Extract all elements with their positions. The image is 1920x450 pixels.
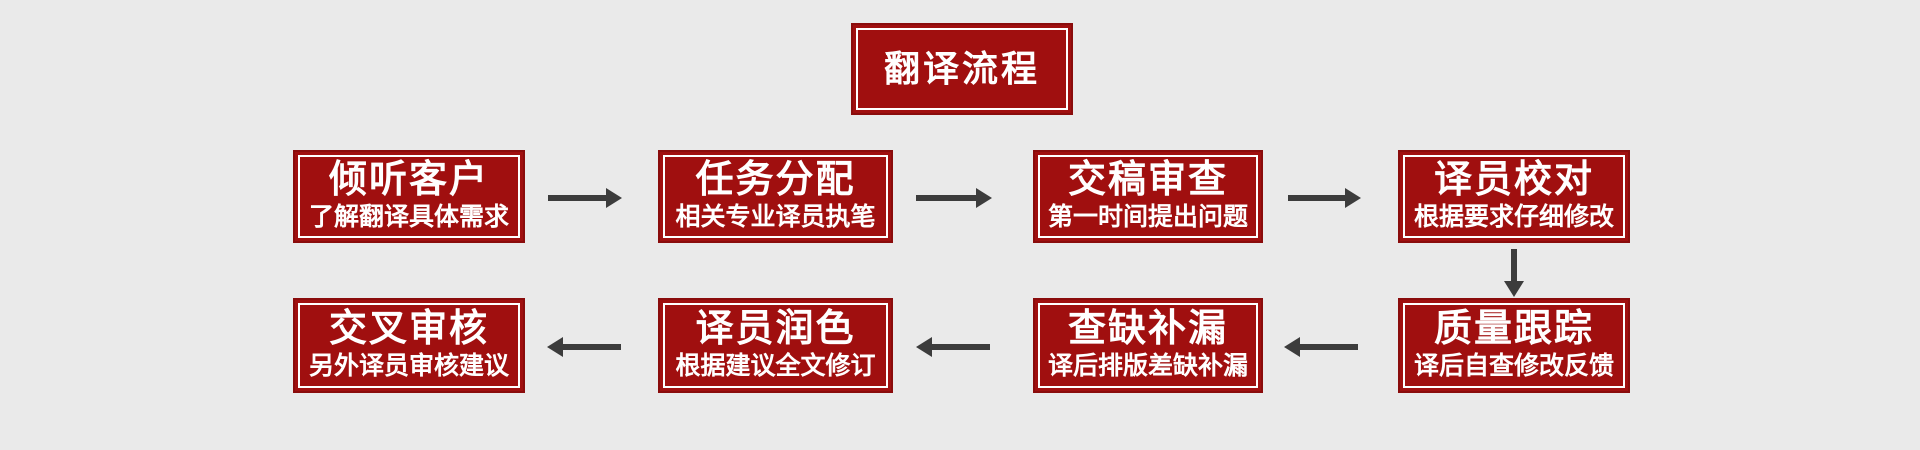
step-heading: 译员校对 — [1433, 159, 1594, 202]
step-heading: 译员润色 — [695, 308, 856, 351]
step-box-translator-polishing: 译员润色 根据建议全文修订 — [658, 298, 893, 393]
step-subtitle: 根据要求仔细修改 — [1413, 203, 1614, 232]
step-heading: 倾听客户 — [328, 159, 489, 202]
step-box-gap-filling: 查缺补漏 译后排版差缺补漏 — [1033, 298, 1263, 393]
step-heading: 质量跟踪 — [1433, 308, 1594, 351]
step-subtitle: 相关专业译员执笔 — [675, 203, 876, 232]
step-box-task-assignment: 任务分配 相关专业译员执笔 — [658, 150, 893, 243]
step-box-listen-to-client: 倾听客户 了解翻译具体需求 — [293, 150, 525, 243]
step-box-draft-review: 交稿审查 第一时间提出问题 — [1033, 150, 1263, 243]
step-box-cross-review: 交叉审核 另外译员审核建议 — [293, 298, 525, 393]
arrow-left-icon — [547, 337, 621, 357]
step-subtitle: 另外译员审核建议 — [308, 352, 509, 381]
step-subtitle: 译后自查修改反馈 — [1413, 352, 1614, 381]
step-heading: 交稿审查 — [1067, 159, 1228, 202]
arrow-right-icon — [548, 188, 622, 208]
step-box-translator-proofreading: 译员校对 根据要求仔细修改 — [1398, 150, 1630, 243]
diagram-title-box: 翻译流程 — [851, 23, 1073, 115]
arrow-right-icon — [916, 188, 992, 208]
step-subtitle: 根据建议全文修订 — [675, 352, 876, 381]
step-heading: 交叉审核 — [328, 308, 489, 351]
step-box-quality-tracking: 质量跟踪 译后自查修改反馈 — [1398, 298, 1630, 393]
step-heading: 任务分配 — [695, 159, 856, 202]
arrow-right-icon — [1288, 188, 1361, 208]
step-subtitle: 译后排版差缺补漏 — [1047, 352, 1248, 381]
step-heading: 查缺补漏 — [1067, 308, 1228, 351]
step-subtitle: 第一时间提出问题 — [1047, 203, 1248, 232]
diagram-title: 翻译流程 — [883, 48, 1040, 90]
arrow-down-icon — [1504, 249, 1524, 297]
arrow-left-icon — [1284, 337, 1358, 357]
step-subtitle: 了解翻译具体需求 — [308, 203, 509, 232]
arrow-left-icon — [916, 337, 990, 357]
